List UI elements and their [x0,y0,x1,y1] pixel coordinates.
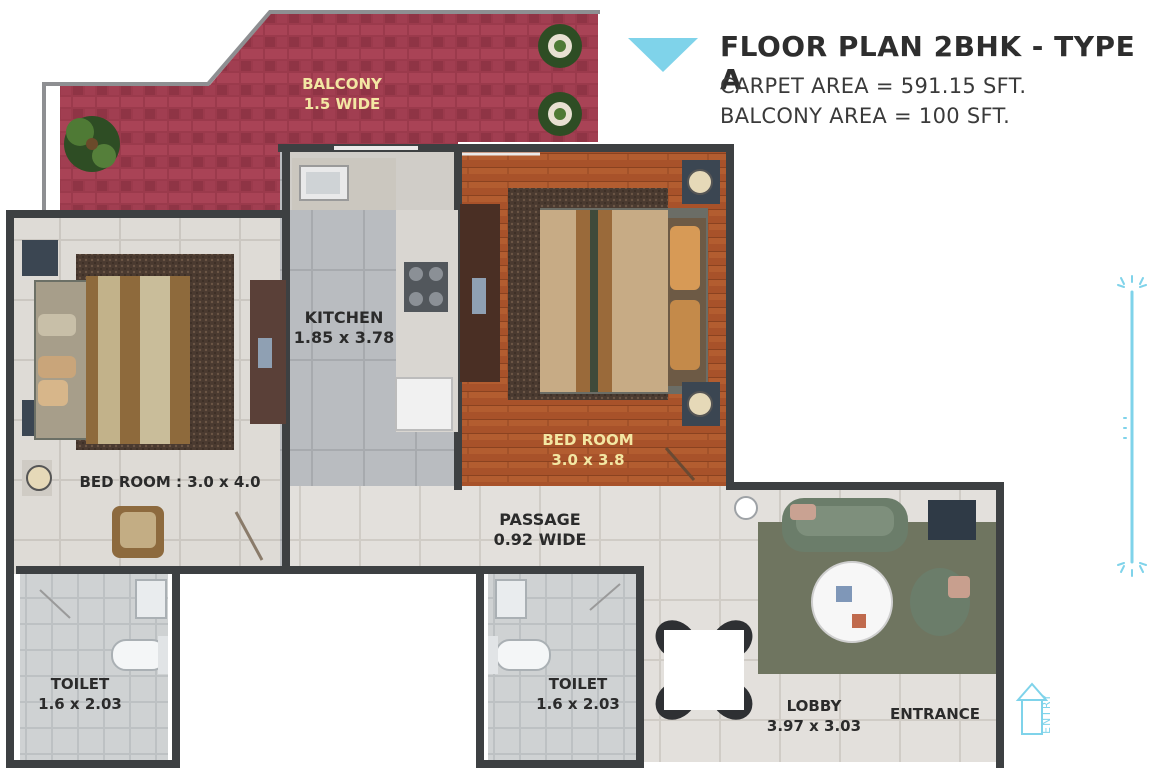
plant-icon-2 [538,24,582,68]
fridge-icon [395,377,453,431]
plant-icon-3 [538,92,582,136]
nightstand-icon [22,240,58,276]
stove-icon [404,262,448,312]
sofa-icon [782,498,908,552]
header-marker-icon [628,38,698,72]
entrance-label: ENTRANCE [890,705,980,723]
balcony-floor [60,14,598,214]
armchair-icon [112,506,164,558]
bed-icon [34,276,190,444]
compass-icon [1117,275,1147,577]
bed-icon-2 [540,208,708,394]
entry-arrow-icon [1015,682,1049,735]
toilet-icon-2 [488,579,621,674]
sink-icon [299,165,349,201]
entry-label: ENTRY [1040,693,1053,734]
toilet-icon [39,579,168,674]
carpet-area: CARPET AREA = 591.15 SFT. [720,74,1027,98]
armchair-icon-2 [910,568,970,636]
plan-title: FLOOR PLAN 2BHK - TYPE A [720,30,1136,96]
balcony-area: BALCONY AREA = 100 SFT. [720,104,1011,128]
plant-icon [64,116,120,172]
bedroom1-label: BED ROOM : 3.0 x 4.0 [79,473,261,491]
dining-table-icon [655,620,753,720]
